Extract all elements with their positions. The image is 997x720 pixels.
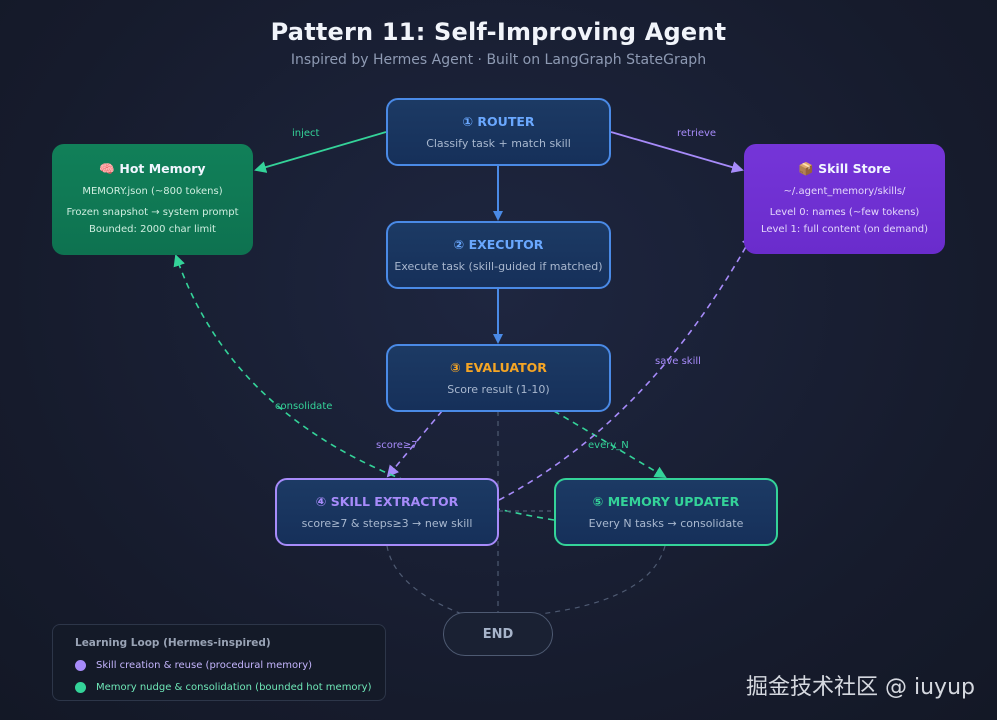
executor-number-icon: ②: [453, 237, 465, 252]
legend-item-label: Memory nudge & consolidation (bounded ho…: [96, 682, 372, 693]
edge-score-ge-7: [386, 410, 443, 478]
node-evaluator[interactable]: ③ EVALUATOR Score result (1-10): [386, 344, 611, 412]
package-icon: 📦: [798, 160, 814, 176]
router-title: ① ROUTER: [462, 114, 534, 129]
node-executor[interactable]: ② EXECUTOR Execute task (skill-guided if…: [386, 221, 611, 289]
executor-desc: Execute task (skill-guided if matched): [394, 260, 603, 273]
evaluator-desc: Score result (1-10): [447, 383, 550, 396]
executor-title-text: EXECUTOR: [468, 237, 544, 252]
legend-item-skill: Skill creation & reuse (procedural memor…: [75, 660, 312, 671]
legend: Learning Loop (Hermes-inspired) Skill cr…: [52, 624, 386, 701]
evaluator-number-icon: ③: [450, 360, 461, 375]
node-hot-memory[interactable]: 🧠 Hot Memory MEMORY.json (~800 tokens) F…: [52, 144, 253, 255]
skill-store-line: Level 1: full content (on demand): [760, 223, 929, 235]
memory-updater-desc: Every N tasks → consolidate: [588, 517, 744, 530]
memory-updater-title-text: MEMORY UPDATER: [607, 494, 740, 509]
brain-icon: 🧠: [99, 161, 115, 176]
router-title-text: ROUTER: [477, 114, 535, 129]
legend-title: Learning Loop (Hermes-inspired): [75, 637, 271, 649]
hot-memory-line: Bounded: 2000 char limit: [89, 224, 216, 235]
executor-title: ② EXECUTOR: [454, 237, 544, 252]
legend-dot-icon: [75, 660, 86, 671]
legend-dot-icon: [75, 682, 86, 693]
evaluator-title: ③ EVALUATOR: [450, 360, 547, 375]
edge-retrieve: [610, 131, 744, 173]
skill-extractor-number-icon: ④: [315, 494, 327, 509]
legend-item-memory: Memory nudge & consolidation (bounded ho…: [75, 682, 371, 693]
label-every-n: every_N: [588, 440, 629, 451]
label-score-ge-7: score≥7: [376, 440, 418, 451]
skill-store-line: Level 0: names (~few tokens): [769, 206, 920, 218]
skill-store-title-text: Skill Store: [818, 160, 891, 176]
skill-extractor-desc: score≥7 & steps≥3 → new skill: [301, 517, 473, 530]
node-end[interactable]: END: [443, 612, 553, 656]
skill-extractor-title: ④ SKILL EXTRACTOR: [316, 494, 459, 509]
diagram-title: Pattern 11: Self-Improving Agent: [270, 18, 727, 46]
label-consolidate: consolidate: [275, 401, 333, 412]
node-router[interactable]: ① ROUTER Classify task + match skill: [386, 98, 611, 166]
memory-updater-title: ⑤ MEMORY UPDATER: [593, 494, 739, 509]
diagram-subtitle: Inspired by Hermes Agent · Built on Lang…: [290, 52, 707, 68]
hot-memory-title: 🧠 Hot Memory: [99, 161, 205, 177]
node-memory-updater[interactable]: ⑤ MEMORY UPDATER Every N tasks → consoli…: [554, 478, 778, 546]
node-skill-extractor[interactable]: ④ SKILL EXTRACTOR score≥7 & steps≥3 → ne…: [275, 478, 499, 546]
skill-store-line: ~/.agent_memory/skills/: [783, 185, 906, 197]
hot-memory-line: MEMORY.json (~800 tokens): [82, 186, 223, 197]
skill-store-title: 📦 Skill Store: [798, 161, 891, 177]
memory-updater-number-icon: ⑤: [592, 494, 604, 509]
watermark: 掘金技术社区 @ iuyup: [746, 675, 975, 700]
edge-inject: [254, 131, 387, 173]
hot-memory-line: Frozen snapshot → system prompt: [66, 207, 239, 218]
router-number-icon: ①: [462, 114, 474, 129]
hot-memory-title-text: Hot Memory: [119, 161, 206, 176]
edge-save-skill: [498, 234, 753, 501]
legend-item-label: Skill creation & reuse (procedural memor…: [96, 660, 313, 671]
router-desc: Classify task + match skill: [426, 137, 571, 150]
edge-extractor-end: [386, 545, 471, 618]
label-save-skill: save skill: [655, 356, 701, 367]
edge-updater-end: [539, 545, 666, 615]
skill-extractor-title-text: SKILL EXTRACTOR: [330, 494, 459, 509]
evaluator-title-text: EVALUATOR: [465, 360, 547, 375]
node-skill-store[interactable]: 📦 Skill Store ~/.agent_memory/skills/ Le…: [744, 144, 945, 254]
label-inject: inject: [292, 128, 320, 139]
label-retrieve: retrieve: [677, 128, 717, 139]
